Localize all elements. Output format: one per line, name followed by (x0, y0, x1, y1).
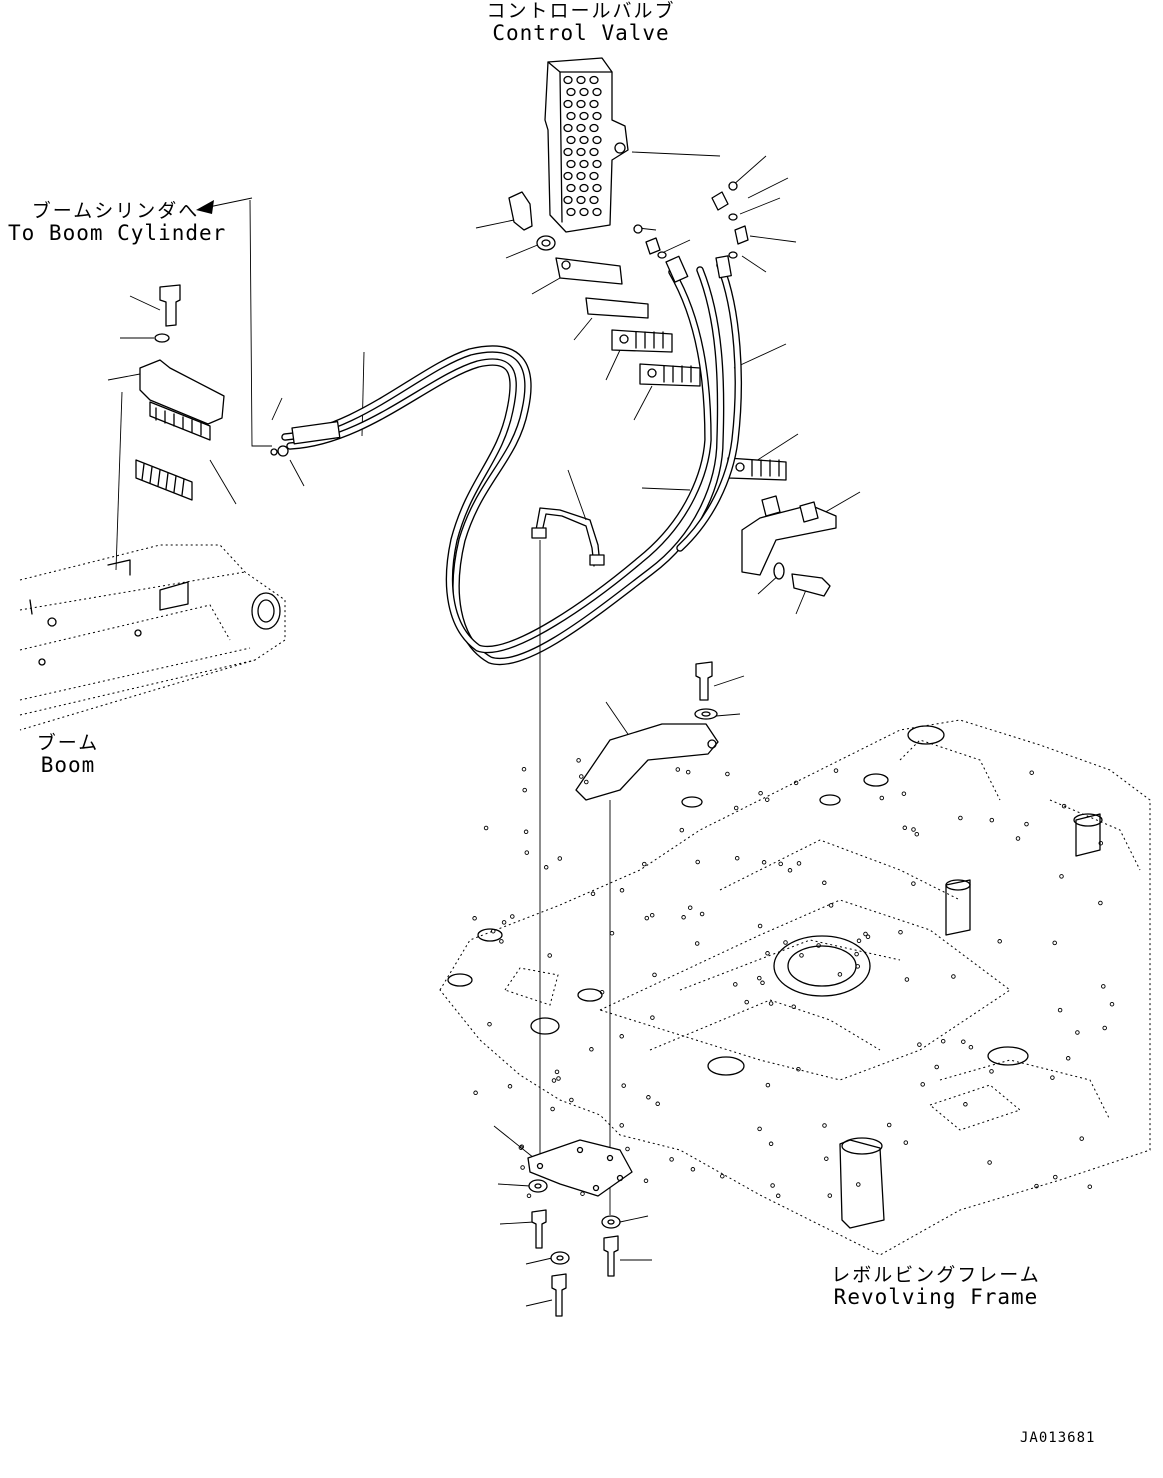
pipe (531, 507, 605, 567)
revolving-frame (439, 719, 1151, 1256)
boom-label: ブーム Boom (28, 732, 108, 777)
boom-label-en: Boom (40, 752, 96, 777)
leader-lines (107, 151, 861, 1307)
boom-cylinder-label: ブームシリンダへ To Boom Cylinder (8, 200, 227, 245)
boom-arm (19, 544, 286, 731)
control-valve-label: コントロールバルブ Control Valve (486, 0, 676, 45)
cover-plate (575, 661, 719, 801)
boom-bracket (135, 284, 225, 501)
boom-label-jp: ブーム (36, 732, 100, 754)
revolving-frame-label-jp: レボルビングフレーム (831, 1264, 1041, 1286)
hose-bracket (741, 495, 837, 597)
boom-cylinder-label-en: To Boom Cylinder (8, 220, 227, 245)
drawing-id: JA013681 (1020, 1430, 1096, 1446)
clamps (555, 257, 787, 481)
guide-lines (115, 199, 611, 1215)
control-valve-label-jp: コントロールバルブ (486, 0, 676, 22)
revolving-frame-label-en: Revolving Frame (833, 1284, 1039, 1309)
fittings (508, 181, 749, 259)
control-valve (544, 57, 629, 233)
control-valve-label-en: Control Valve (492, 20, 670, 45)
boom-cylinder-label-jp: ブームシリンダへ (31, 200, 200, 222)
hoses (270, 255, 742, 666)
revolving-frame-label: レボルビングフレーム Revolving Frame (830, 1264, 1042, 1309)
bottom-cover (527, 1139, 633, 1317)
